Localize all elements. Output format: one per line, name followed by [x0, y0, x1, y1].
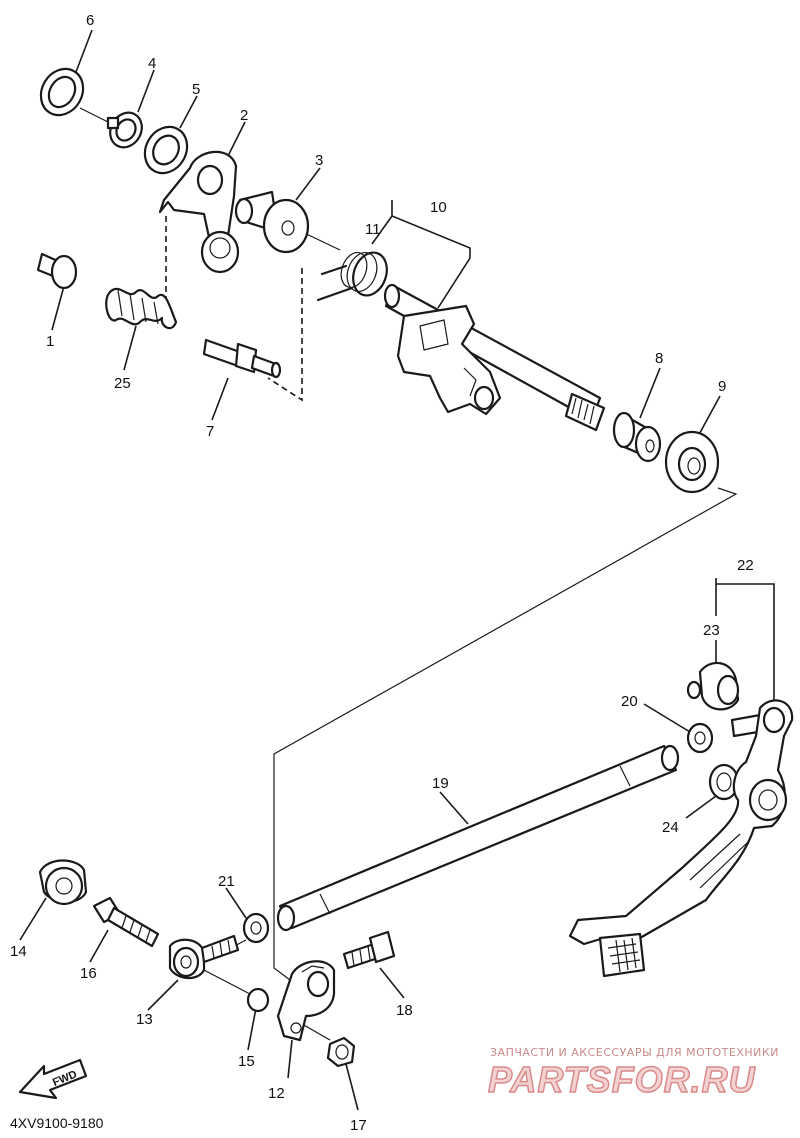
callout-18: 18: [396, 1002, 413, 1019]
callout-23: 23: [703, 622, 720, 639]
callout-17: 17: [350, 1117, 367, 1134]
leader-lines: [19, 29, 775, 1111]
callout-10: 10: [430, 199, 447, 216]
callout-labels: 6 4 5 2 3 10 11 1 25 7 8 9 22 23 20 19 2…: [10, 12, 754, 1134]
part-24-washer: [708, 763, 740, 801]
part-6-washer: [39, 67, 85, 117]
part-7-stud: [202, 338, 282, 379]
part-4-circlip: [106, 111, 143, 149]
callout-2: 2: [240, 107, 248, 124]
callout-24: 24: [662, 819, 679, 836]
part-16-bolt: [92, 896, 160, 948]
part-13-rod-end: [168, 934, 240, 980]
callout-1: 1: [46, 333, 54, 350]
callout-19: 19: [432, 775, 449, 792]
callout-11: 11: [365, 221, 381, 238]
callout-6: 6: [86, 12, 94, 29]
part-2-stopper-lever: [158, 150, 240, 274]
assembly-lines: [79, 107, 738, 1041]
part-20-nut: [686, 722, 714, 754]
callout-14: 14: [10, 943, 27, 960]
part-14-cover: [38, 859, 88, 906]
diagram-code: 4XV9100-9180: [10, 1115, 104, 1131]
part-15-nut: [246, 987, 270, 1013]
part-19-shift-rod: [276, 744, 680, 932]
part-9-oil-seal: [664, 430, 720, 494]
callout-4: 4: [148, 55, 156, 72]
watermark-caption: ЗАПЧАСТИ И АКСЕССУАРЫ ДЛЯ МОТОТЕХНИКИ: [490, 1046, 779, 1059]
part-22-shift-pedal: [568, 699, 794, 978]
callout-21: 21: [218, 873, 235, 890]
callout-16: 16: [80, 965, 97, 982]
part-12-shift-arm: [276, 960, 336, 1042]
part-18-bolt: [342, 930, 396, 970]
callout-7: 7: [206, 423, 214, 440]
part-25-spring: [105, 287, 178, 330]
part-21-nut: [242, 912, 270, 944]
part-1-pin: [36, 252, 78, 290]
callout-12: 12: [268, 1085, 285, 1102]
fwd-arrow: FWD: [18, 1058, 88, 1100]
callout-8: 8: [655, 350, 663, 367]
part-3-collar: [234, 190, 310, 254]
part-11-torsion-spring: [316, 251, 388, 302]
part-5-washer: [143, 125, 189, 175]
part-8-collar: [612, 411, 662, 463]
callout-13: 13: [136, 1011, 153, 1028]
callout-9: 9: [718, 378, 726, 395]
part-23-collar: [686, 662, 740, 711]
callout-3: 3: [315, 152, 323, 169]
part-17-nut: [326, 1036, 356, 1068]
watermark-brand: PARTSFOR.RU: [488, 1059, 756, 1100]
callout-15: 15: [238, 1053, 255, 1070]
callout-5: 5: [192, 81, 200, 98]
callout-20: 20: [621, 693, 638, 710]
callout-22: 22: [737, 557, 754, 574]
callout-25: 25: [114, 375, 131, 392]
watermark: ЗАПЧАСТИ И АКСЕССУАРЫ ДЛЯ МОТОТЕХНИКИ PA…: [487, 1046, 779, 1101]
part-10-shift-shaft: [383, 283, 606, 432]
